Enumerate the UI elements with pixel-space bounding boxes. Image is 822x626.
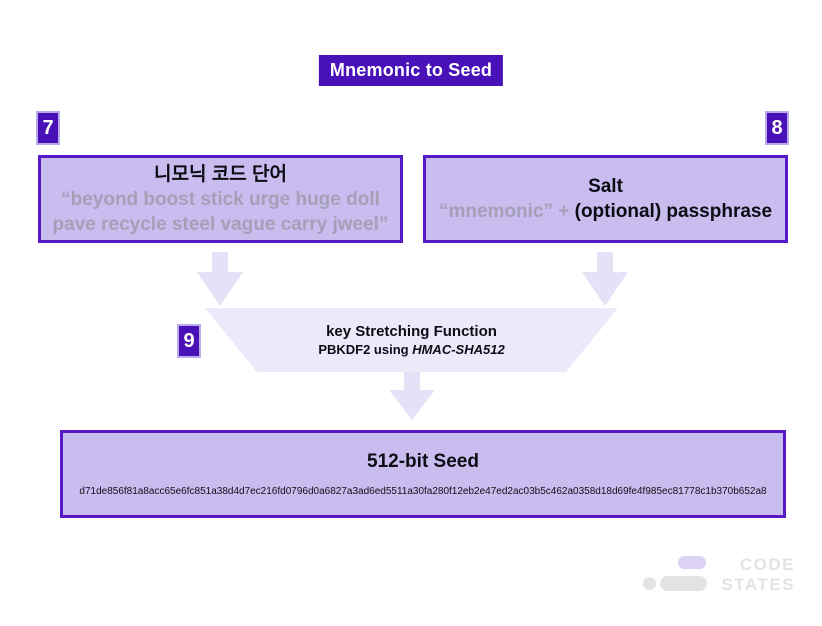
funnel-title: key Stretching Function [326, 323, 497, 340]
seed-box-title: 512-bit Seed [367, 451, 479, 472]
salt-box-formula: “mnemonic” + (optional) passphrase [439, 199, 772, 225]
logo-pill-icon [678, 556, 706, 569]
step-badge-7: 7 [36, 111, 60, 145]
code-states-logo: CODE STATES [643, 555, 795, 595]
funnel-subtitle-prefix: PBKDF2 using [318, 342, 413, 357]
salt-box-title: Salt [588, 175, 623, 197]
arrow-down-to-seed [389, 372, 435, 420]
funnel-subtitle: PBKDF2 using HMAC-SHA512 [318, 341, 504, 358]
arrow-shaft [597, 252, 613, 272]
logo-word-code: CODE [739, 555, 795, 574]
mnemonic-words-line-2: pave recycle steel vague carry jweel” [52, 213, 389, 235]
diagram-title: Mnemonic to Seed [318, 55, 504, 86]
step-badge-8: 8 [765, 111, 789, 145]
mnemonic-words-line-1: “beyond boost stick urge huge doll [61, 188, 380, 210]
arrow-head [582, 272, 628, 306]
arrow-down-from-salt [582, 252, 628, 306]
seed-result-box: 512-bit Seed d71de856f81a8acc65e6fc851a3… [60, 430, 786, 518]
arrow-down-from-mnemonic [197, 252, 243, 306]
salt-mnemonic-literal: “mnemonic” + [438, 200, 575, 222]
seed-hex-value: d71de856f81a8acc65e6fc851a38d4d7ec216fd0… [79, 486, 767, 497]
mnemonic-box-title: 니모닉 코드 단어 [154, 163, 287, 185]
arrow-shaft [404, 372, 420, 390]
arrow-head [197, 272, 243, 306]
logo-wordmark: CODE STATES [721, 555, 795, 595]
mnemonic-words-box: 니모닉 코드 단어 “beyond boost stick urge huge … [38, 155, 403, 243]
arrow-shaft [212, 252, 228, 272]
key-stretching-funnel: key Stretching Function PBKDF2 using HMA… [205, 308, 618, 372]
logo-word-states: STATES [721, 575, 795, 594]
salt-box: Salt “mnemonic” + (optional) passphrase [423, 155, 788, 243]
logo-pill-icon [660, 576, 707, 591]
logo-dot-icon [643, 577, 656, 590]
funnel-subtitle-algorithm: HMAC-SHA512 [412, 342, 505, 357]
arrow-head [389, 390, 435, 420]
step-badge-9: 9 [177, 324, 201, 358]
salt-passphrase-text: (optional) passphrase [574, 200, 773, 222]
